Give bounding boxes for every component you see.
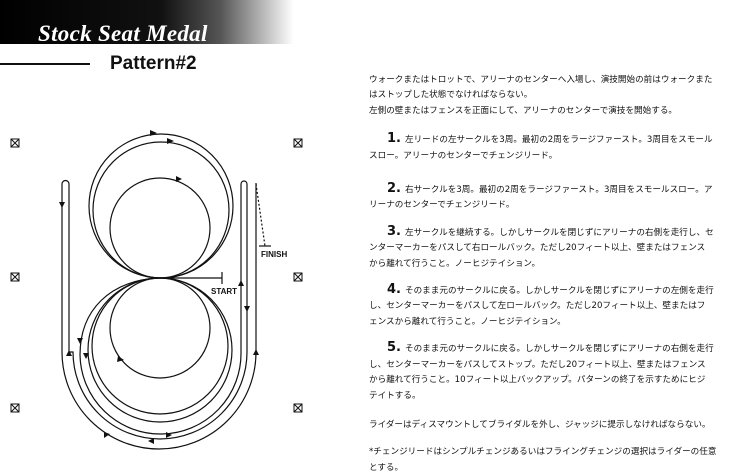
arrow-icon [77,338,83,344]
step-5: 5.そのまま元のサークルに戻る。しかしサークルを閉じずにアリーナの右側を走行 し… [369,340,725,404]
top-small-circle [109,177,211,279]
arrow-icon [66,350,72,356]
step-line: リーナのセンターでチェンジリード。 [369,200,515,211]
arrow-icon [150,130,157,136]
step-line: 右サークルを3周。最初の2周をラージファースト。3周目をスモールスロー。ア [404,185,713,196]
step-1: 1.左リードの左サークルを3周。最初の2周をラージファースト。3周目をスモール … [369,131,725,164]
step-3: 3.左サークルを継続する。しかしサークルを閉じずにアリーナの右側を走行し、セ ン… [369,224,725,272]
note-line: とする。 [369,462,404,473]
bottom-small-circle [109,277,211,379]
step-2: 2.右サークルを3周。最初の2周をラージファースト。3周目をスモールスロー。ア … [369,181,725,214]
arrow-icon [238,280,244,286]
rollback-path [61,179,257,450]
arrow-icon [148,438,154,444]
intro-line: はストップした状態でなければならない。 [369,90,533,101]
step-line: 左リードの左サークルを3周。最初の2周をラージファースト。3周目をスモール [404,135,713,146]
step-number: 1. [387,131,401,147]
step-line: し、センターマーカーをパスして左ロールバック。ただし20フィート以上、壁またはフ [369,301,706,312]
boxed-x-marker-icon [293,138,303,148]
step-line: テイトする。 [369,390,421,401]
step-line: から離れて行うこと。ノーヒジテイション。 [369,258,541,269]
dismount-text: ライダーはディスマウントしてブライダルを外し、ジャッジに提示しなければならない。 [369,419,711,430]
arrow-icon [167,138,174,144]
start-line [160,272,223,284]
arrow-icon [253,349,259,355]
instructions: ウォークまたはトロットで、アリーナのセンターへ入場し、演技開始の前はウォークまた… [369,73,725,476]
finish-line [255,183,266,247]
finish-label: FINISH [261,250,287,259]
step-line: から離れて行うこと。10フィート以上バックアップ。パターンの終了を示すためにヒジ [369,375,706,386]
arrow-icon [59,202,65,208]
boxed-x-marker-icon [10,138,20,148]
header-band [0,0,734,44]
step-line: スロー。アリーナのセンターでチェンジリード。 [369,150,558,161]
arrow-icon [117,356,124,362]
step-line: ェンスから離れて行うこと。ノーヒジテイション。 [369,316,566,327]
arena-markers [10,138,303,413]
step-line: し、センターマーカーをパスしてストップ。ただし20フィート以上、壁またはフェンス [369,359,706,370]
step-number: 4. [387,282,401,298]
arrow-icon [176,176,182,182]
start-label: START [211,287,237,296]
step-number: 3. [387,223,401,239]
step-line: そのまま元のサークルに戻る。しかしサークルを閉じずにアリーナの左側を走行 [404,286,714,297]
arrow-icon [104,432,110,438]
step-number: 2. [387,181,401,197]
direction-arrows [59,130,259,444]
note-line: *チェンジリードはシンプルチェンジあるいはフライングチェンジの選択はライダーの任… [369,447,717,458]
page-title: Stock Seat Medal [38,21,208,46]
intro-line: 左側の壁またはフェンスを正面にして、アリーナのセンターで演技を開始する。 [369,105,678,116]
step-line: ンターマーカーをパスして右ロールバック。ただし20フィート以上、壁またはフェンス [369,243,706,254]
boxed-x-marker-icon [293,272,303,282]
step-line: そのまま元のサークルに戻る。しかしサークルを閉じずにアリーナの右側を走行 [404,344,714,355]
arrow-icon [244,306,250,312]
boxed-x-marker-icon [293,403,303,413]
bottom-large-circle [91,277,229,415]
pattern-heading: Pattern#2 [110,53,197,74]
arrow-icon [166,432,172,438]
boxed-x-marker-icon [10,403,20,413]
step-number: 5. [387,340,401,356]
step-line: 左サークルを継続する。しかしサークルを閉じずにアリーナの右側を走行し、セ [404,227,714,238]
boxed-x-marker-icon [10,272,20,282]
step-4: 4.そのまま元のサークルに戻る。しかしサークルを閉じずにアリーナの左側を走行 し… [369,282,725,330]
title-rule [0,63,90,65]
arrow-icon [83,353,89,359]
intro-line: ウォークまたはトロットで、アリーナのセンターへ入場し、演技開始の前はウォークまた [369,75,713,85]
